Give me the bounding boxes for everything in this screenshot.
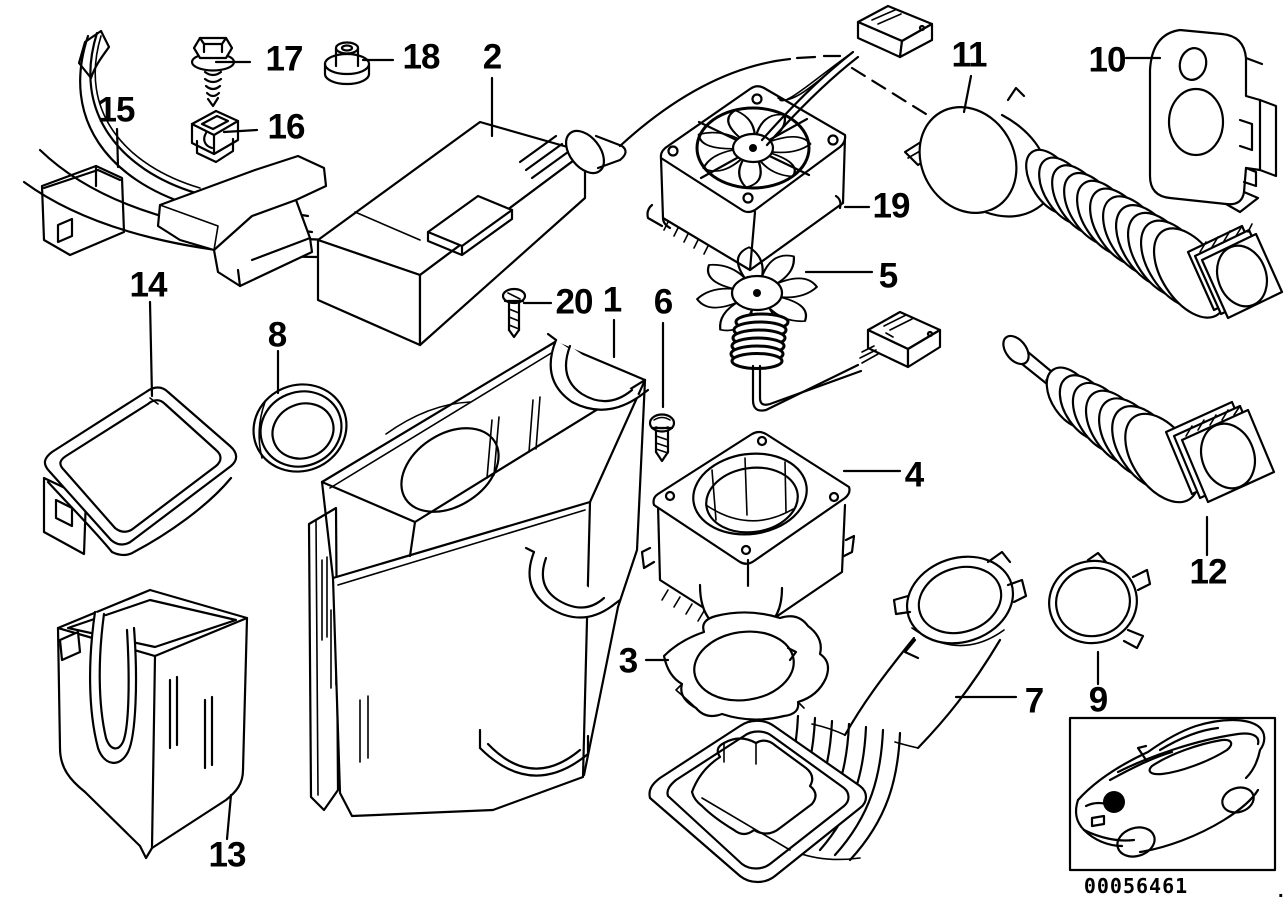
leader-line-15 xyxy=(115,127,120,169)
callout-16[interactable]: 16 xyxy=(267,107,306,147)
part-3-gasket-drawing xyxy=(662,611,830,721)
part-6-screw-drawing xyxy=(648,413,676,463)
callout-17[interactable]: 17 xyxy=(265,39,304,79)
trailing-period-mark: . xyxy=(1278,880,1284,902)
part-19-fan-drawing xyxy=(646,50,860,272)
car-location-inset xyxy=(1068,716,1277,872)
part-15-strap-drawing xyxy=(22,29,332,288)
callout-9[interactable]: 9 xyxy=(1088,680,1108,720)
diagram-number: 00056461 xyxy=(1083,874,1189,898)
leader-line-14 xyxy=(148,300,154,398)
impeller-connector-drawing xyxy=(859,310,942,369)
part-20-screw-drawing xyxy=(501,287,527,339)
part-2-module-drawing xyxy=(316,120,627,347)
callout-leader-lines xyxy=(115,56,1209,841)
callout-20[interactable]: 20 xyxy=(555,282,594,322)
callout-11[interactable]: 11 xyxy=(951,35,988,75)
callout-8[interactable]: 8 xyxy=(267,315,287,355)
part-7-duct-drawing xyxy=(648,550,1028,884)
part-12-bellows-drawing xyxy=(1002,334,1276,504)
callout-13[interactable]: 13 xyxy=(208,835,247,875)
part-1-housing-drawing xyxy=(307,332,650,818)
callout-10[interactable]: 10 xyxy=(1088,40,1127,80)
callout-6[interactable]: 6 xyxy=(653,282,673,322)
inset-frame xyxy=(1068,716,1277,872)
callout-18[interactable]: 18 xyxy=(402,37,441,77)
part-16-clip-nut-drawing xyxy=(190,109,240,164)
callout-7[interactable]: 7 xyxy=(1024,681,1044,721)
callout-19[interactable]: 19 xyxy=(872,186,911,226)
leader-line-11 xyxy=(962,74,973,114)
callout-2[interactable]: 2 xyxy=(482,37,502,77)
callout-12[interactable]: 12 xyxy=(1189,552,1228,592)
part-4-blower-housing-drawing xyxy=(640,430,856,638)
part-location-dot xyxy=(1103,791,1125,813)
harness-connector-drawing xyxy=(618,4,936,148)
part-10-bracket-drawing xyxy=(1148,28,1278,214)
callout-4[interactable]: 4 xyxy=(904,455,924,495)
callout-5[interactable]: 5 xyxy=(878,256,898,296)
part-17-screw-drawing xyxy=(190,36,236,108)
part-14-cover-drawing xyxy=(42,386,238,557)
car-outline-drawing xyxy=(1074,718,1266,858)
part-11-sensor-hose-drawing xyxy=(903,86,1284,320)
leader-line-13 xyxy=(225,793,233,841)
leader-line-16 xyxy=(222,128,259,134)
callout-1[interactable]: 1 xyxy=(602,280,622,320)
callout-3[interactable]: 3 xyxy=(618,641,638,681)
part-13-housing-drawing xyxy=(56,588,249,860)
part-9-cap-drawing xyxy=(1048,551,1152,650)
part-5-impeller-drawing xyxy=(695,245,863,412)
part-8-seal-ring-drawing xyxy=(252,383,348,473)
callout-15[interactable]: 15 xyxy=(97,90,136,130)
part-18-grommet-drawing xyxy=(323,41,371,86)
callout-14[interactable]: 14 xyxy=(129,265,168,305)
